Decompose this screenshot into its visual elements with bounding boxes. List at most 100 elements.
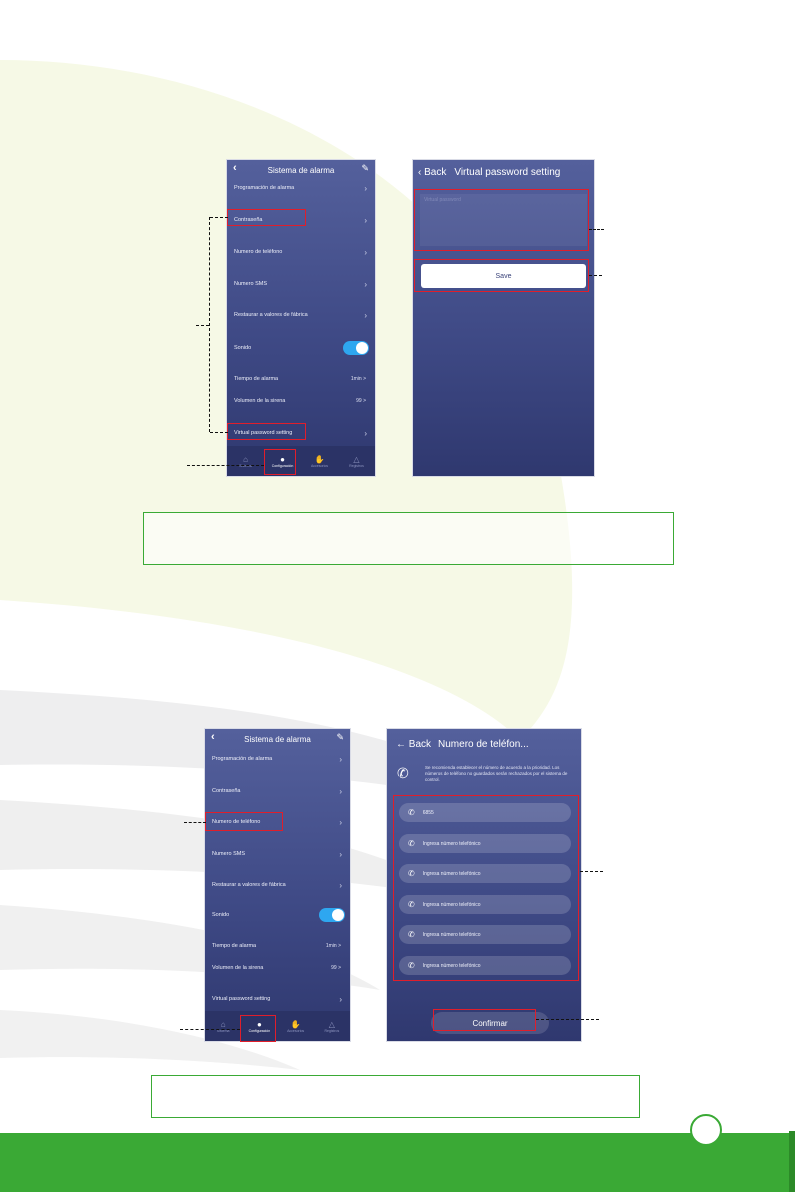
note-box-2 bbox=[151, 1075, 640, 1118]
menu-item-restaurar[interactable]: Restaurar a valores de fábrica › bbox=[227, 307, 375, 323]
header: ‹ Back Virtual password setting bbox=[413, 160, 594, 184]
home-icon: ⌂ bbox=[220, 1019, 226, 1029]
footer-edge bbox=[789, 1131, 795, 1192]
confirm-button[interactable]: Confirmar bbox=[431, 1012, 549, 1034]
tab-accesorios[interactable]: ✋Accesorios bbox=[278, 1011, 314, 1041]
top-bar: ‹ Sistema de alarma ✎ bbox=[205, 729, 350, 749]
back-label: Back bbox=[424, 166, 447, 178]
menu-item-label: Contraseña bbox=[234, 217, 263, 223]
screen-title: Sistema de alarma bbox=[267, 165, 335, 175]
highlight-phone-fields bbox=[393, 795, 579, 981]
phone-add-icon: ✆ bbox=[408, 900, 415, 909]
chevron-right-icon: › bbox=[364, 247, 367, 257]
menu-item-contrasena[interactable]: Contraseña › bbox=[227, 212, 375, 228]
gear-icon: ● bbox=[256, 1019, 262, 1029]
phone-field-6[interactable]: ✆ Ingresa número telefónico bbox=[399, 956, 571, 975]
highlight-configuracion-tab bbox=[264, 449, 296, 475]
connector-line bbox=[209, 217, 210, 432]
note-box-1 bbox=[143, 512, 674, 565]
phone-field-2[interactable]: ✆Ingresa número telefónico bbox=[399, 834, 571, 853]
menu-item-label: Programación de alarma bbox=[212, 756, 273, 762]
tab-sistema[interactable]: ⌂Sistema bbox=[205, 1011, 241, 1041]
menu-item-label: Virtual password setting bbox=[212, 996, 271, 1002]
page-number-badge bbox=[690, 1114, 722, 1146]
connector-line bbox=[580, 871, 603, 872]
phone-add-icon: ✆ bbox=[408, 961, 415, 970]
phone-field-5[interactable]: ✆ Ingresa número telefónico bbox=[399, 925, 571, 944]
back-chevron-icon[interactable]: ‹ bbox=[211, 731, 215, 743]
menu-item-value: 99 > bbox=[356, 398, 366, 404]
menu-item-value: 1min > bbox=[325, 943, 341, 949]
phone-field-placeholder: Ingresa número telefónico bbox=[422, 901, 481, 908]
menu-item-volumen[interactable]: Volumen de la sirena 99 > bbox=[227, 393, 375, 409]
highlight-save-button bbox=[414, 259, 589, 292]
connector-line bbox=[180, 1029, 240, 1030]
tab-configuracion[interactable]: ●Configuración bbox=[241, 1011, 277, 1041]
menu-item-volumen[interactable]: Volumen de la sirena 99 > bbox=[205, 960, 350, 976]
thumb-icon: ✋ bbox=[314, 454, 325, 464]
phone-alarm-settings-2: ‹ Sistema de alarma ✎ Programación de al… bbox=[204, 728, 351, 1042]
phone-telefono: ← Back Numero de teléfon... ✆ Se recomie… bbox=[386, 728, 582, 1042]
sound-toggle[interactable] bbox=[343, 341, 369, 355]
tab-sistema[interactable]: ⌂Sistema bbox=[227, 446, 264, 476]
tab-label: Accesorios bbox=[287, 1028, 305, 1033]
back-button[interactable]: ‹ Back bbox=[418, 166, 447, 178]
phone-add-icon: ✆ bbox=[408, 930, 415, 939]
highlight-configuracion-tab bbox=[240, 1015, 276, 1042]
tab-label: Registros bbox=[349, 463, 364, 468]
tab-registros[interactable]: △Registros bbox=[338, 446, 375, 476]
phone-field-1[interactable]: ✆6855 bbox=[399, 803, 571, 822]
menu-item-label: Numero SMS bbox=[212, 851, 246, 857]
tab-registros[interactable]: △Registros bbox=[314, 1011, 350, 1041]
virtual-password-input[interactable]: Virtual password bbox=[420, 194, 587, 246]
menu-item-telefono[interactable]: Numero de teléfono › bbox=[205, 814, 350, 830]
menu-item-virtual-password[interactable]: Virtual password setting › bbox=[205, 991, 350, 1007]
screen-title: Numero de teléfon... bbox=[438, 738, 529, 750]
menu-item-programacion[interactable]: Programación de alarma › bbox=[205, 751, 350, 767]
menu-item-label: Sonido bbox=[234, 345, 252, 351]
gear-icon: ● bbox=[280, 454, 285, 464]
menu-item-sms[interactable]: Numero SMS › bbox=[227, 276, 375, 292]
thumb-icon: ✋ bbox=[290, 1019, 301, 1029]
back-button[interactable]: ← Back bbox=[396, 738, 432, 750]
phone-field-placeholder: Ingresa número telefónico bbox=[422, 931, 481, 938]
menu-item-contrasena[interactable]: Contraseña › bbox=[205, 783, 350, 799]
chevron-right-icon: › bbox=[339, 754, 342, 764]
screen-title: Virtual password setting bbox=[454, 166, 561, 178]
back-chevron-icon[interactable]: ‹ bbox=[233, 162, 237, 174]
phone-field-placeholder: Ingresa número telefónico bbox=[422, 870, 481, 877]
chevron-right-icon: › bbox=[364, 183, 367, 193]
chevron-right-icon: › bbox=[364, 310, 367, 320]
phone-add-icon: ✆ bbox=[408, 869, 415, 878]
footer-bar bbox=[0, 1133, 795, 1192]
save-button[interactable]: Save bbox=[421, 264, 586, 288]
header: ← Back Numero de teléfon... bbox=[387, 729, 581, 759]
tab-configuracion[interactable]: ●Configuración bbox=[264, 446, 301, 476]
phone-virtual-password: ‹ Back Virtual password setting Virtual … bbox=[412, 159, 595, 477]
phone-add-icon: ✆ bbox=[408, 839, 415, 848]
menu-item-tiempo[interactable]: Tiempo de alarma 1min > bbox=[227, 371, 375, 387]
chevron-right-icon: › bbox=[339, 786, 342, 796]
edit-icon[interactable]: ✎ bbox=[336, 732, 344, 742]
menu-item-label: Numero de teléfono bbox=[212, 819, 261, 825]
menu-item-label: Volumen de la sirena bbox=[234, 398, 286, 404]
connector-line bbox=[210, 217, 228, 218]
tab-label: Accesorios bbox=[310, 463, 329, 468]
tab-accesorios[interactable]: ✋Accesorios bbox=[301, 446, 338, 476]
sound-toggle[interactable] bbox=[319, 908, 345, 922]
phone-field-3[interactable]: ✆ Ingresa número telefónico bbox=[399, 864, 571, 883]
menu-item-tiempo[interactable]: Tiempo de alarma 1min > bbox=[205, 938, 350, 954]
menu-item-virtual-password[interactable]: Virtual password setting › bbox=[227, 425, 375, 441]
menu-item-label: Virtual password setting bbox=[234, 430, 293, 436]
menu-item-sms[interactable]: Numero SMS › bbox=[205, 846, 350, 862]
menu-item-telefono[interactable]: Numero de teléfono › bbox=[227, 244, 375, 260]
menu-item-restaurar[interactable]: Restaurar a valores de fábrica › bbox=[205, 877, 350, 893]
warning-icon: △ bbox=[353, 454, 360, 464]
phone-field-4[interactable]: ✆ Ingresa número telefónico bbox=[399, 895, 571, 914]
chevron-right-icon: › bbox=[339, 849, 342, 859]
connector-line bbox=[187, 465, 264, 466]
phone-field-placeholder: Ingresa número telefónico bbox=[422, 962, 481, 969]
phone-add-icon: ✆ bbox=[408, 808, 415, 817]
edit-icon[interactable]: ✎ bbox=[361, 163, 369, 173]
menu-item-programacion[interactable]: Programación de alarma › bbox=[227, 180, 375, 196]
